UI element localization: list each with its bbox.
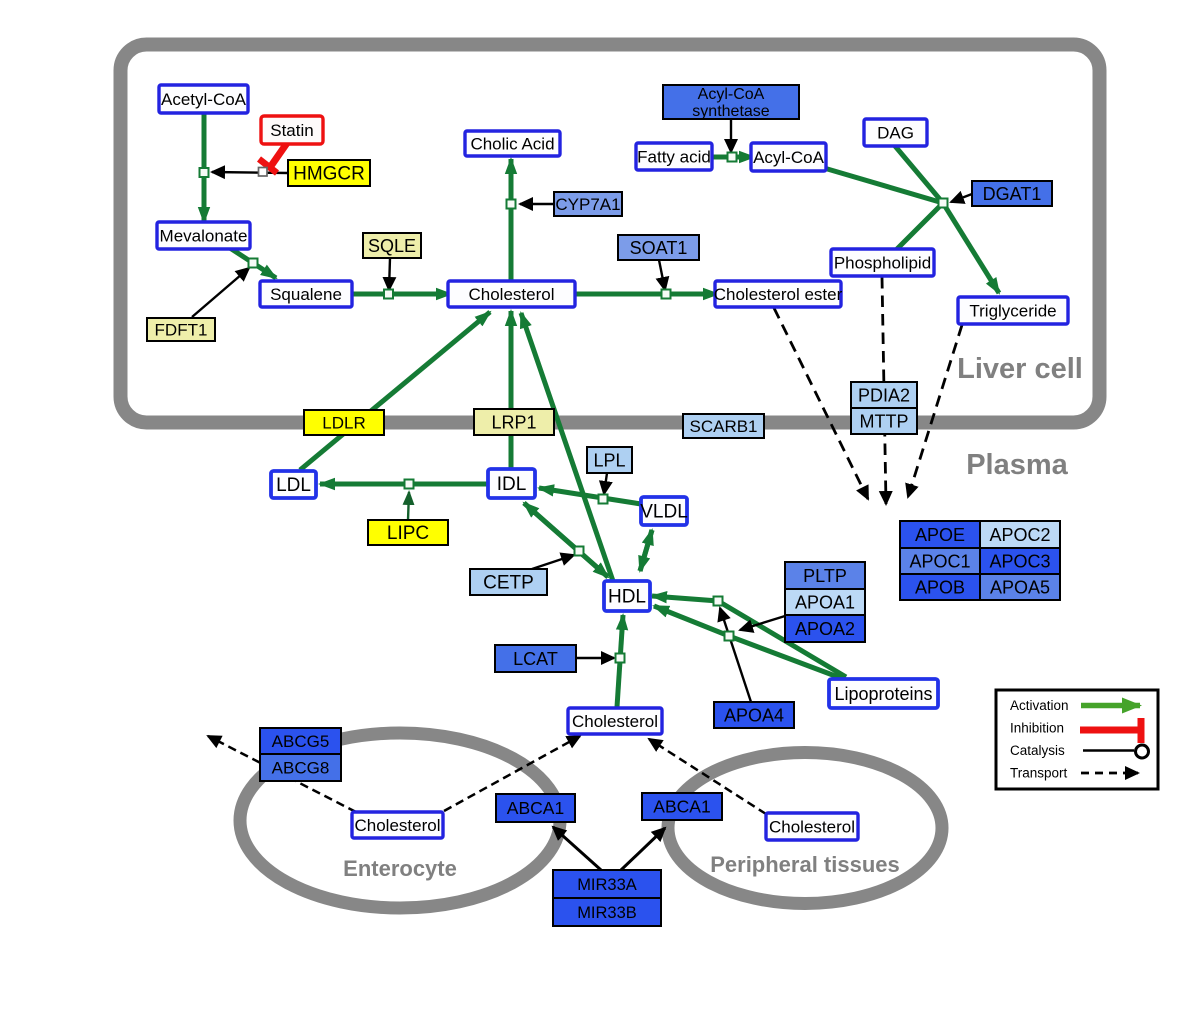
svg-text:LIPC: LIPC <box>387 523 429 544</box>
svg-text:Cholesterol: Cholesterol <box>469 285 555 304</box>
svg-text:APOC2: APOC2 <box>989 525 1050 545</box>
svg-text:Liver cell: Liver cell <box>957 353 1083 385</box>
svg-text:ABCG8: ABCG8 <box>272 758 330 777</box>
svg-text:CETP: CETP <box>483 573 534 594</box>
svg-text:synthetase: synthetase <box>692 103 769 120</box>
svg-text:Cholesterol: Cholesterol <box>355 816 441 835</box>
svg-text:MIR33A: MIR33A <box>577 876 637 894</box>
svg-text:Catalysis: Catalysis <box>1010 743 1065 758</box>
svg-text:APOC3: APOC3 <box>989 551 1050 571</box>
svg-text:APOB: APOB <box>915 577 965 597</box>
svg-text:Plasma: Plasma <box>966 449 1068 481</box>
svg-text:LDL: LDL <box>276 475 311 496</box>
svg-text:Cholesterol: Cholesterol <box>769 817 855 836</box>
svg-text:DAG: DAG <box>877 123 914 142</box>
svg-text:Acetyl-CoA: Acetyl-CoA <box>161 90 247 109</box>
svg-text:LRP1: LRP1 <box>491 412 536 432</box>
svg-text:Acyl-CoA: Acyl-CoA <box>753 148 825 167</box>
svg-text:APOA2: APOA2 <box>795 619 855 639</box>
svg-text:LPL: LPL <box>593 450 625 470</box>
svg-text:SOAT1: SOAT1 <box>630 238 688 258</box>
svg-text:Fatty acid: Fatty acid <box>637 147 711 166</box>
svg-text:APOE: APOE <box>915 525 965 545</box>
svg-text:DGAT1: DGAT1 <box>983 184 1042 204</box>
svg-text:APOA1: APOA1 <box>795 592 855 612</box>
svg-text:MTTP: MTTP <box>860 411 909 431</box>
svg-text:MIR33B: MIR33B <box>577 904 637 922</box>
svg-text:Inhibition: Inhibition <box>1010 721 1064 736</box>
svg-text:APOA5: APOA5 <box>990 577 1050 597</box>
svg-text:IDL: IDL <box>497 474 527 495</box>
svg-text:APOA4: APOA4 <box>724 705 784 725</box>
svg-text:Phospholipid: Phospholipid <box>834 253 931 272</box>
svg-text:Mevalonate: Mevalonate <box>160 226 248 245</box>
svg-text:SQLE: SQLE <box>368 236 416 256</box>
svg-text:Acyl-CoA: Acyl-CoA <box>698 86 765 103</box>
svg-text:CYP7A1: CYP7A1 <box>555 195 620 214</box>
svg-text:APOC1: APOC1 <box>909 551 970 571</box>
svg-text:ABCG5: ABCG5 <box>272 732 330 751</box>
svg-text:Enterocyte: Enterocyte <box>343 856 457 881</box>
svg-text:FDFT1: FDFT1 <box>155 320 208 339</box>
svg-text:Peripheral tissues: Peripheral tissues <box>710 852 900 877</box>
svg-text:Cholesterol: Cholesterol <box>572 712 658 731</box>
svg-text:Cholic Acid: Cholic Acid <box>470 134 554 153</box>
svg-text:HDL: HDL <box>608 587 646 608</box>
svg-text:Squalene: Squalene <box>270 285 342 304</box>
svg-text:ABCA1: ABCA1 <box>653 797 710 817</box>
svg-text:LDLR: LDLR <box>322 413 365 432</box>
svg-text:Lipoproteins: Lipoproteins <box>834 684 932 704</box>
svg-text:LCAT: LCAT <box>513 649 558 669</box>
svg-text:HMGCR: HMGCR <box>293 164 365 185</box>
svg-text:Triglyceride: Triglyceride <box>969 301 1056 320</box>
svg-text:ABCA1: ABCA1 <box>507 798 564 818</box>
svg-text:Cholesterol ester: Cholesterol ester <box>714 285 843 304</box>
svg-text:PDIA2: PDIA2 <box>858 385 910 405</box>
svg-text:Activation: Activation <box>1010 698 1069 713</box>
svg-text:SCARB1: SCARB1 <box>689 417 757 436</box>
svg-text:VLDL: VLDL <box>640 502 688 523</box>
svg-text:Transport: Transport <box>1010 766 1068 781</box>
svg-text:PLTP: PLTP <box>803 566 847 586</box>
svg-text:Statin: Statin <box>270 121 313 140</box>
